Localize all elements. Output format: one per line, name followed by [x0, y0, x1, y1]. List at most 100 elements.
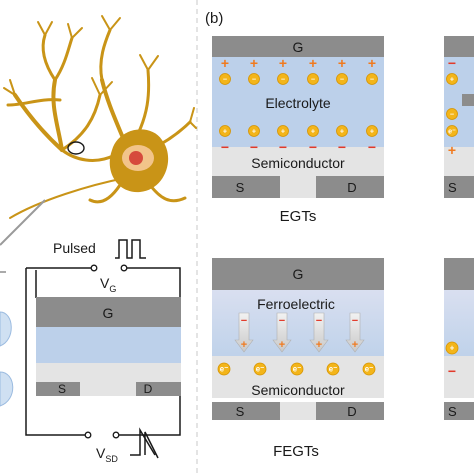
egt-anion-2 — [277, 73, 289, 85]
egt-channel-minus-3: − — [309, 139, 317, 155]
egt-cation-0-sign: + — [223, 127, 227, 135]
egt-cation-2 — [277, 125, 289, 137]
egt-channel-minus-2: − — [279, 139, 287, 155]
pulsed-label: Pulsed — [53, 240, 96, 256]
egt-channel-minus-1: − — [250, 139, 258, 155]
fegt-dipole-plus-1: + — [279, 339, 285, 351]
partial-circle-top — [0, 311, 12, 347]
fegt-ferroelectric-label: Ferroelectric — [257, 296, 335, 312]
egt-anion-5-sign: − — [370, 75, 374, 83]
fegt-electron-0-sign: e⁻ — [220, 365, 228, 374]
egt-drain-contact — [316, 176, 384, 198]
egt-gate-layer — [212, 36, 384, 57]
fegt-drain-contact — [316, 402, 384, 420]
egt-gate-plus-0: + — [221, 55, 229, 71]
egt-cation-1-sign: + — [252, 127, 256, 135]
fegt-electron-4-sign: e⁻ — [365, 365, 373, 374]
egt-anion-0 — [219, 73, 231, 85]
egt-anion-2-sign: − — [281, 75, 285, 83]
vg-label: VG — [100, 275, 116, 294]
partial-bottom-source-label: S — [448, 404, 457, 419]
device-drain-contact — [136, 382, 181, 396]
egt-gate-plus-5: + — [368, 55, 376, 71]
egt-cation-5-sign: + — [370, 127, 374, 135]
circuit-device-stack: G S D — [36, 297, 181, 396]
partial-bottom-ion — [445, 341, 459, 355]
polarization-arrow-2 — [309, 312, 329, 353]
fegt-caption: FEGTs — [273, 443, 319, 460]
egt-anion-4-sign: − — [340, 75, 344, 83]
egt-drain-label: D — [347, 180, 356, 195]
egt-cation-0 — [219, 125, 231, 137]
partial-top-anion — [446, 108, 458, 120]
egt-gate-plus-4: + — [338, 55, 346, 71]
egt-gate-plus-2: + — [279, 55, 287, 71]
fegt-dipole-plus-0: + — [241, 339, 247, 351]
partial-top-electron-sign: e⁻ — [448, 127, 456, 135]
fegt-electron-3-sign: e⁻ — [329, 365, 337, 374]
partial-top-electron — [446, 125, 458, 137]
fegt-dipole-minus-1: − — [279, 315, 285, 327]
fegt-electron-4 — [362, 362, 376, 376]
vsd-label: VSD — [96, 445, 118, 464]
egt-channel-minus-5: − — [368, 139, 376, 155]
device-gate-label: G — [103, 305, 114, 321]
device-source-contact — [36, 382, 80, 396]
egt-cation-4 — [336, 125, 348, 137]
egt-anion-1-sign: − — [252, 75, 256, 83]
fegt-stack: G Ferroelectric Semiconductor S D − + − + − +… — [212, 258, 384, 420]
circuit-diagram — [25, 239, 181, 459]
polarization-arrow-1 — [272, 312, 292, 353]
fegt-semiconductor-label: Semiconductor — [251, 382, 345, 398]
egt-gate-plus-1: + — [250, 55, 258, 71]
fegt-dipole-plus-2: + — [316, 339, 322, 351]
fegt-gate-layer — [212, 258, 384, 290]
egt-channel-minus-4: − — [338, 139, 346, 155]
fegt-source-contact — [212, 402, 280, 420]
egt-gate-label: G — [293, 39, 304, 55]
device-dielectric-layer — [36, 327, 181, 363]
fegt-gate-label: G — [293, 266, 304, 282]
egt-anion-0-sign: − — [223, 75, 227, 83]
egt-anion-5 — [366, 73, 378, 85]
egt-semiconductor-layer — [212, 147, 384, 176]
partial-top-source-label: S — [448, 180, 457, 195]
device-source-label: S — [58, 382, 66, 396]
fegt-drain-label: D — [347, 404, 356, 419]
partial-top-cation-a — [446, 73, 458, 85]
partial-right-panel-top: S −+−e⁻+ — [444, 36, 474, 198]
fegt-electron-1-sign: e⁻ — [256, 365, 264, 374]
egt-electrolyte-layer — [212, 57, 384, 147]
egt-cation-3 — [307, 125, 319, 137]
synapse-marker — [67, 141, 85, 155]
polarization-arrow-3 — [345, 312, 365, 353]
egt-cation-1 — [248, 125, 260, 137]
egt-cation-3-sign: + — [311, 127, 315, 135]
polarization-arrow-0 — [234, 312, 254, 353]
egt-cation-4-sign: + — [340, 127, 344, 135]
fegt-dipole-plus-3: + — [352, 339, 358, 351]
partial-circle-bottom — [0, 371, 14, 407]
egt-channel-minus-0: − — [221, 139, 229, 155]
fegt-charge-layer: −+−+−+−+e⁻e⁻e⁻e⁻e⁻ — [217, 312, 376, 376]
partial-right-panel-bottom: S +− — [444, 258, 474, 420]
panel-b-label: (b) — [205, 10, 223, 27]
fegt-source-label: S — [236, 404, 245, 419]
partial-top-cation-a-sign: + — [450, 75, 454, 83]
partial-top-plus: + — [448, 142, 456, 158]
fegt-dipole-minus-2: − — [316, 315, 322, 327]
pulse-waveform-icon — [115, 239, 146, 259]
egt-charge-layer: +−+−+−+−+−+−+−+−+−+−+−+− — [219, 55, 378, 155]
device-drain-label: D — [144, 382, 153, 396]
egt-caption: EGTs — [280, 208, 317, 225]
device-gate-layer — [36, 297, 181, 327]
neuron-illustration — [0, 15, 197, 246]
egt-anion-3-sign: − — [311, 75, 315, 83]
fegt-dipole-minus-0: − — [241, 315, 247, 327]
fegt-electron-3 — [326, 362, 340, 376]
partial-top-anion-sign: − — [450, 110, 454, 118]
egt-gate-plus-3: + — [309, 55, 317, 71]
egt-stack: G Electrolyte Semiconductor S D +−+−+−+−… — [212, 36, 384, 198]
sawtooth-waveform-icon — [130, 427, 156, 456]
